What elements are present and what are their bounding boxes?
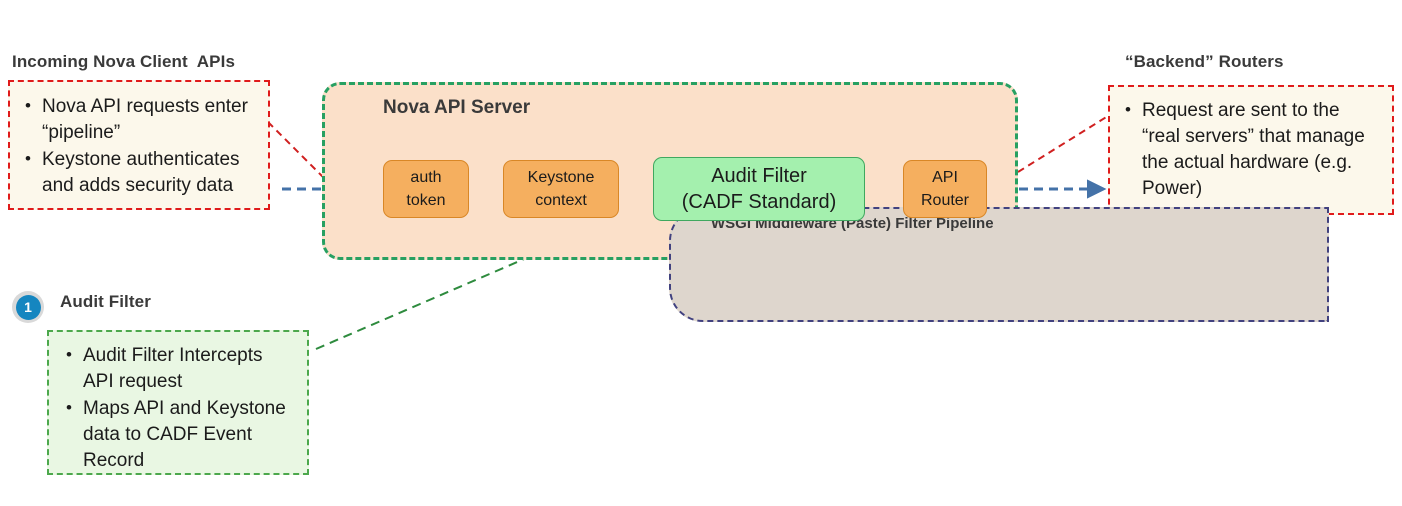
step-badge-1: 1	[12, 291, 44, 323]
callout-audit-filter-note: Audit Filter Intercepts API request Maps…	[47, 330, 309, 475]
callout-backend-routers: Request are sent to the “real servers” t…	[1108, 85, 1394, 215]
step-badge-number: 1	[15, 294, 41, 320]
stage-auth-token[interactable]: auth token	[383, 160, 469, 218]
stage-audit-filter-line2: (CADF Standard)	[681, 191, 837, 213]
list-item: Keystone authenticates and adds security…	[22, 146, 258, 199]
connector-backend	[1017, 115, 1109, 173]
audit-bullet-list: Audit Filter Intercepts API request Maps…	[63, 342, 297, 474]
callout-incoming-apis: Nova API requests enter “pipeline” Keyst…	[8, 80, 270, 210]
stage-auth-token-line1: auth	[410, 169, 442, 186]
stage-keystone-context-line1: Keystone	[527, 169, 595, 186]
heading-incoming-apis: Incoming Nova Client APIs	[12, 52, 236, 71]
stage-api-router-line2: Router	[920, 192, 970, 209]
incoming-bullet-list: Nova API requests enter “pipeline” Keyst…	[22, 93, 258, 199]
list-item: Maps API and Keystone data to CADF Event…	[63, 395, 297, 474]
stage-api-router[interactable]: API Router	[903, 160, 987, 218]
list-item: Nova API requests enter “pipeline”	[22, 93, 258, 146]
heading-backend-routers: “Backend” Routers	[1125, 52, 1284, 71]
nova-api-server-container: Nova API Server WSGI Middleware (Paste) …	[322, 82, 1329, 322]
stage-auth-token-line2: token	[406, 192, 446, 209]
stage-audit-filter-line1: Audit Filter	[711, 165, 807, 187]
connector-incoming	[267, 121, 325, 179]
nova-api-server-title: Nova API Server	[383, 97, 531, 118]
heading-audit-filter: Audit Filter	[60, 292, 151, 311]
stage-audit-filter[interactable]: Audit Filter (CADF Standard)	[653, 157, 865, 221]
backend-bullet-list: Request are sent to the “real servers” t…	[1122, 97, 1382, 202]
stage-api-router-line1: API	[932, 169, 958, 186]
list-item: Request are sent to the “real servers” t…	[1122, 97, 1382, 202]
stage-keystone-context[interactable]: Keystone context	[503, 160, 619, 218]
stage-keystone-context-line2: context	[535, 192, 587, 209]
wsgi-filter-pipeline-container: WSGI Middleware (Paste) Filter Pipeline	[669, 207, 1329, 322]
list-item: Audit Filter Intercepts API request	[63, 342, 297, 395]
